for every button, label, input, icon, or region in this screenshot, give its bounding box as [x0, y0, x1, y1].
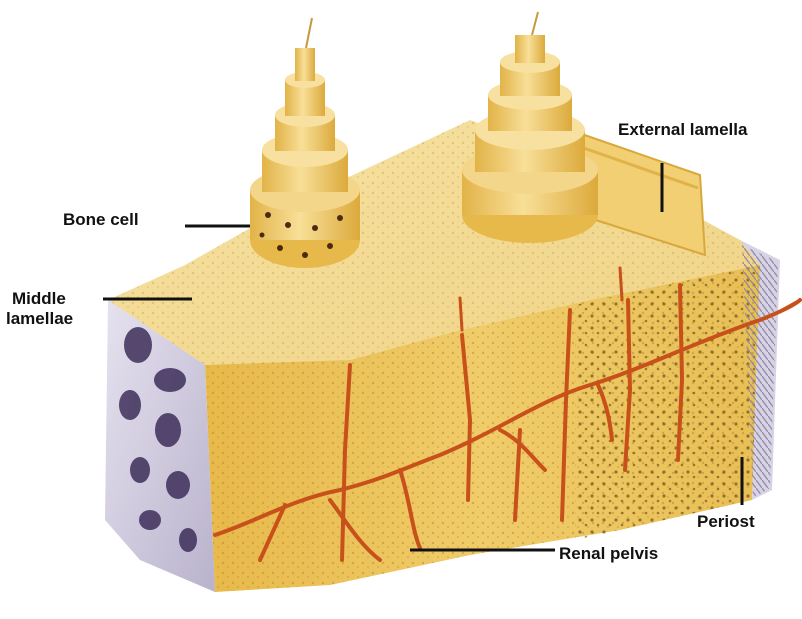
external-lamella-label: External lamella	[618, 120, 747, 140]
middle-lamellae-label-line1: Middle	[6, 289, 73, 309]
middle-lamellae-label: Middle lamellae	[6, 289, 73, 329]
bone-cell-label: Bone cell	[63, 210, 139, 230]
periost-label: Periost	[697, 512, 755, 532]
osteon-tower-left	[250, 18, 360, 268]
middle-lamellae-label-line2: lamellae	[6, 309, 73, 329]
osteon-tower-right	[462, 12, 598, 243]
renal-pelvis-label: Renal pelvis	[559, 544, 658, 564]
